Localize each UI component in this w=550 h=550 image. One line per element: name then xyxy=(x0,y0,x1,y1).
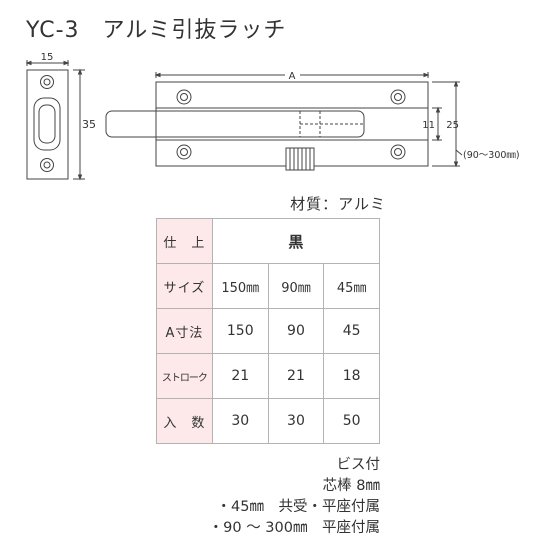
dim-range: (90～300㎜) xyxy=(463,150,520,161)
dim-length-a: A xyxy=(289,71,296,82)
cell-finish-value: 黒 xyxy=(211,218,381,264)
dim-outer: 25 xyxy=(446,120,459,131)
table-row-size: サイズ 150㎜ 90㎜ 45㎜ xyxy=(156,263,380,309)
note-screws: ビス付 xyxy=(336,457,381,473)
header-size: サイズ xyxy=(156,263,213,309)
cell-size-150: 150㎜ xyxy=(211,263,269,309)
cell-size-90: 90㎜ xyxy=(267,263,325,309)
cell-stroke-90: 21 xyxy=(267,353,325,399)
spec-table: 仕 上 黒 サイズ 150㎜ 90㎜ 45㎜ A寸法 150 90 45 ストロ… xyxy=(156,218,381,444)
dim-width-left: 15 xyxy=(41,52,54,63)
material-label: 材質：アルミ xyxy=(290,195,386,213)
cell-qty-45: 50 xyxy=(323,398,380,444)
cell-stroke-45: 18 xyxy=(323,353,380,399)
note-45mm: ・45㎜ 共受・平座付属 xyxy=(216,499,380,515)
header-a-dimension: A寸法 xyxy=(156,308,213,354)
table-row-finish: 仕 上 黒 xyxy=(156,218,381,264)
latch-body-drawing xyxy=(105,72,463,171)
table-row-a-dimension: A寸法 150 90 45 xyxy=(156,308,380,354)
dim-height-left: 35 xyxy=(82,118,96,131)
header-quantity: 入 数 xyxy=(156,398,213,444)
cell-stroke-150: 21 xyxy=(211,353,269,399)
page-title: YC-3 アルミ引抜ラッチ xyxy=(26,18,287,43)
note-core-rod: 芯棒 8㎜ xyxy=(322,478,380,494)
strike-plate-drawing xyxy=(25,60,85,181)
latch-technical-drawing: 15 35 xyxy=(25,52,520,181)
cell-a-45: 45 xyxy=(323,308,380,354)
header-stroke: ストローク xyxy=(156,353,213,399)
cell-a-90: 90 xyxy=(267,308,325,354)
table-row-quantity: 入 数 30 30 50 xyxy=(156,398,380,444)
table-row-stroke: ストローク 21 21 18 xyxy=(156,353,380,399)
cell-qty-150: 30 xyxy=(211,398,269,444)
cell-qty-90: 30 xyxy=(267,398,325,444)
dim-inner: 11 xyxy=(422,120,435,131)
cell-a-150: 150 xyxy=(211,308,269,354)
header-finish: 仕 上 xyxy=(156,218,213,264)
cell-size-45: 45㎜ xyxy=(323,263,380,309)
notes-block: ビス付 芯棒 8㎜ ・45㎜ 共受・平座付属 ・90 ～ 300㎜ 平座付属 xyxy=(209,455,380,539)
note-90-300mm: ・90 ～ 300㎜ 平座付属 xyxy=(208,520,380,536)
